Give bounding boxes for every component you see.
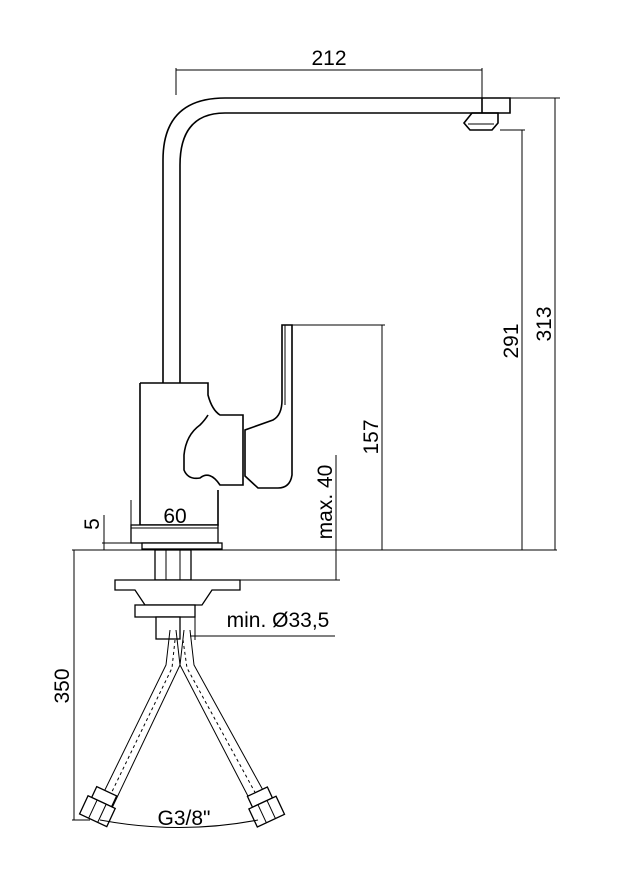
dim-max-deck: max. 40: [314, 465, 337, 540]
mixer-body: [139, 382, 244, 526]
dim-base-height: 5: [81, 518, 104, 530]
threaded-shank: [154, 549, 192, 581]
dim-base-width: 60: [163, 505, 186, 528]
left-fitting: [78, 785, 118, 828]
dim-spout-reach: 212: [311, 47, 346, 70]
dim-hose-length: 350: [51, 668, 74, 703]
left-hose-braid: [105, 639, 176, 805]
dim-thread: G3/8": [158, 807, 211, 830]
dimension-lines: [72, 68, 560, 828]
dim-handle-height: 157: [360, 419, 383, 454]
base-gasket: [141, 542, 223, 550]
spout-tube: [162, 97, 511, 383]
dim-total-height: 313: [533, 306, 556, 341]
fixing-plate: [114, 579, 241, 606]
right-fitting: [246, 786, 286, 828]
flexible-hoses: [78, 629, 286, 828]
aerator: [462, 98, 499, 131]
dim-hole-diameter: min. Ø33,5: [227, 609, 330, 632]
faucet-body: [102, 97, 557, 640]
dim-spout-height: 291: [500, 323, 523, 358]
fixing-nut: [134, 604, 196, 618]
lever-handle: [244, 324, 293, 489]
hose-stub: [155, 616, 181, 640]
